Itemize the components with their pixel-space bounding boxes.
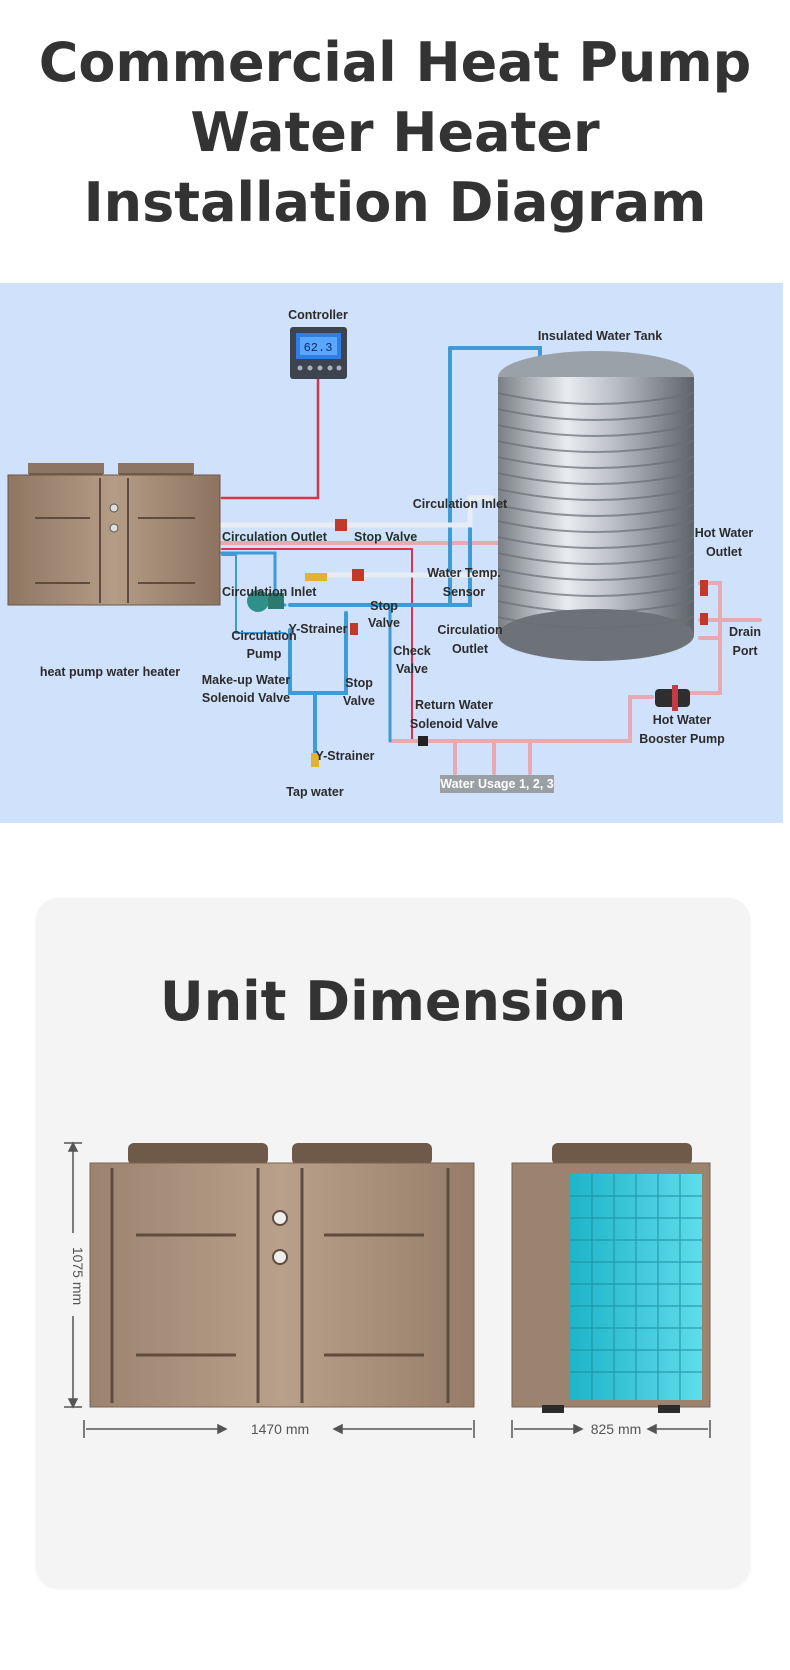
title-line-2: Water Heater bbox=[190, 101, 600, 164]
label-circulation-inlet: Circulation Inlet bbox=[222, 585, 317, 599]
label-stop-valve-3b: Valve bbox=[343, 694, 375, 708]
height-label: 1075 mm bbox=[70, 1247, 86, 1305]
water-usage-badge bbox=[440, 775, 554, 793]
label-hot-water-outlet-2: Outlet bbox=[706, 545, 743, 559]
title-line-3: Installation Diagram bbox=[83, 171, 707, 234]
width-dimension bbox=[83, 1420, 475, 1438]
insulated-water-tank bbox=[497, 351, 695, 661]
label-stop-valve-2b: Valve bbox=[368, 616, 400, 630]
label-stop-valve-2a: Stop bbox=[370, 599, 398, 613]
heat-pump-unit bbox=[7, 463, 221, 606]
label-drain-2: Port bbox=[733, 644, 759, 658]
label-water-usage: Water Usage 1, 2, 3 bbox=[440, 777, 554, 791]
label-y-strainer-1: Y-Strainer bbox=[288, 622, 347, 636]
label-water-temp-2: Sensor bbox=[443, 585, 486, 599]
installation-diagram-svg: 62.3 bbox=[7, 308, 762, 799]
width-label: 1470 mm bbox=[251, 1421, 309, 1437]
label-circulation-inlet-tank: Circulation Inlet bbox=[413, 497, 508, 511]
installation-diagram: 62.3 bbox=[0, 283, 783, 823]
label-stop-valve-1: Stop Valve bbox=[354, 530, 417, 544]
label-water-temp-1: Water Temp. bbox=[427, 566, 501, 580]
depth-label: 825 mm bbox=[591, 1421, 642, 1437]
title-line-1: Commercial Heat Pump bbox=[38, 31, 752, 94]
label-tap-water: Tap water bbox=[286, 785, 344, 799]
label-hot-water-outlet-1: Hot Water bbox=[695, 526, 754, 540]
label-stop-valve-3a: Stop bbox=[345, 676, 373, 690]
label-booster-2: Booster Pump bbox=[639, 732, 725, 746]
label-circulation-outlet-tank-2: Outlet bbox=[452, 642, 489, 656]
fittings bbox=[247, 519, 708, 767]
label-check-valve-1: Check bbox=[393, 644, 431, 658]
label-controller: Controller bbox=[288, 308, 348, 322]
page-title: Commercial Heat Pump Water Heater Instal… bbox=[0, 28, 790, 238]
label-return-2: Solenoid Valve bbox=[410, 717, 498, 731]
hot-water-pipes bbox=[220, 375, 762, 775]
label-circulation-outlet: Circulation Outlet bbox=[222, 530, 328, 544]
depth-dimension bbox=[511, 1420, 711, 1438]
unit-dimension-card: Unit Dimension bbox=[36, 898, 750, 1588]
label-y-strainer-2: Y-Strainer bbox=[315, 749, 374, 763]
label-drain-1: Drain bbox=[729, 625, 761, 639]
label-circulation-pump-2: Pump bbox=[247, 647, 282, 661]
controller-display: 62.3 bbox=[304, 341, 333, 355]
unit-dimension-svg: 1075 mm 1470 mm 825 mm bbox=[64, 1141, 711, 1438]
label-check-valve-2: Valve bbox=[396, 662, 428, 676]
unit-front-view bbox=[89, 1143, 475, 1408]
unit-side-view bbox=[511, 1143, 711, 1413]
unit-dimension-title: Unit Dimension bbox=[159, 970, 627, 1033]
height-dimension bbox=[64, 1141, 82, 1409]
label-makeup-2: Solenoid Valve bbox=[202, 691, 290, 705]
label-makeup-1: Make-up Water bbox=[202, 673, 291, 687]
label-circulation-outlet-tank-1: Circulation bbox=[437, 623, 502, 637]
label-heat-pump: heat pump water heater bbox=[40, 665, 180, 679]
label-booster-1: Hot Water bbox=[653, 713, 712, 727]
label-return-1: Return Water bbox=[415, 698, 493, 712]
label-tank: Insulated Water Tank bbox=[538, 329, 662, 343]
cold-water-pipes bbox=[219, 346, 542, 755]
label-circulation-pump-1: Circulation bbox=[231, 629, 296, 643]
diagram-labels: Controller Insulated Water Tank Circulat… bbox=[40, 308, 761, 799]
controller: 62.3 bbox=[290, 327, 347, 379]
